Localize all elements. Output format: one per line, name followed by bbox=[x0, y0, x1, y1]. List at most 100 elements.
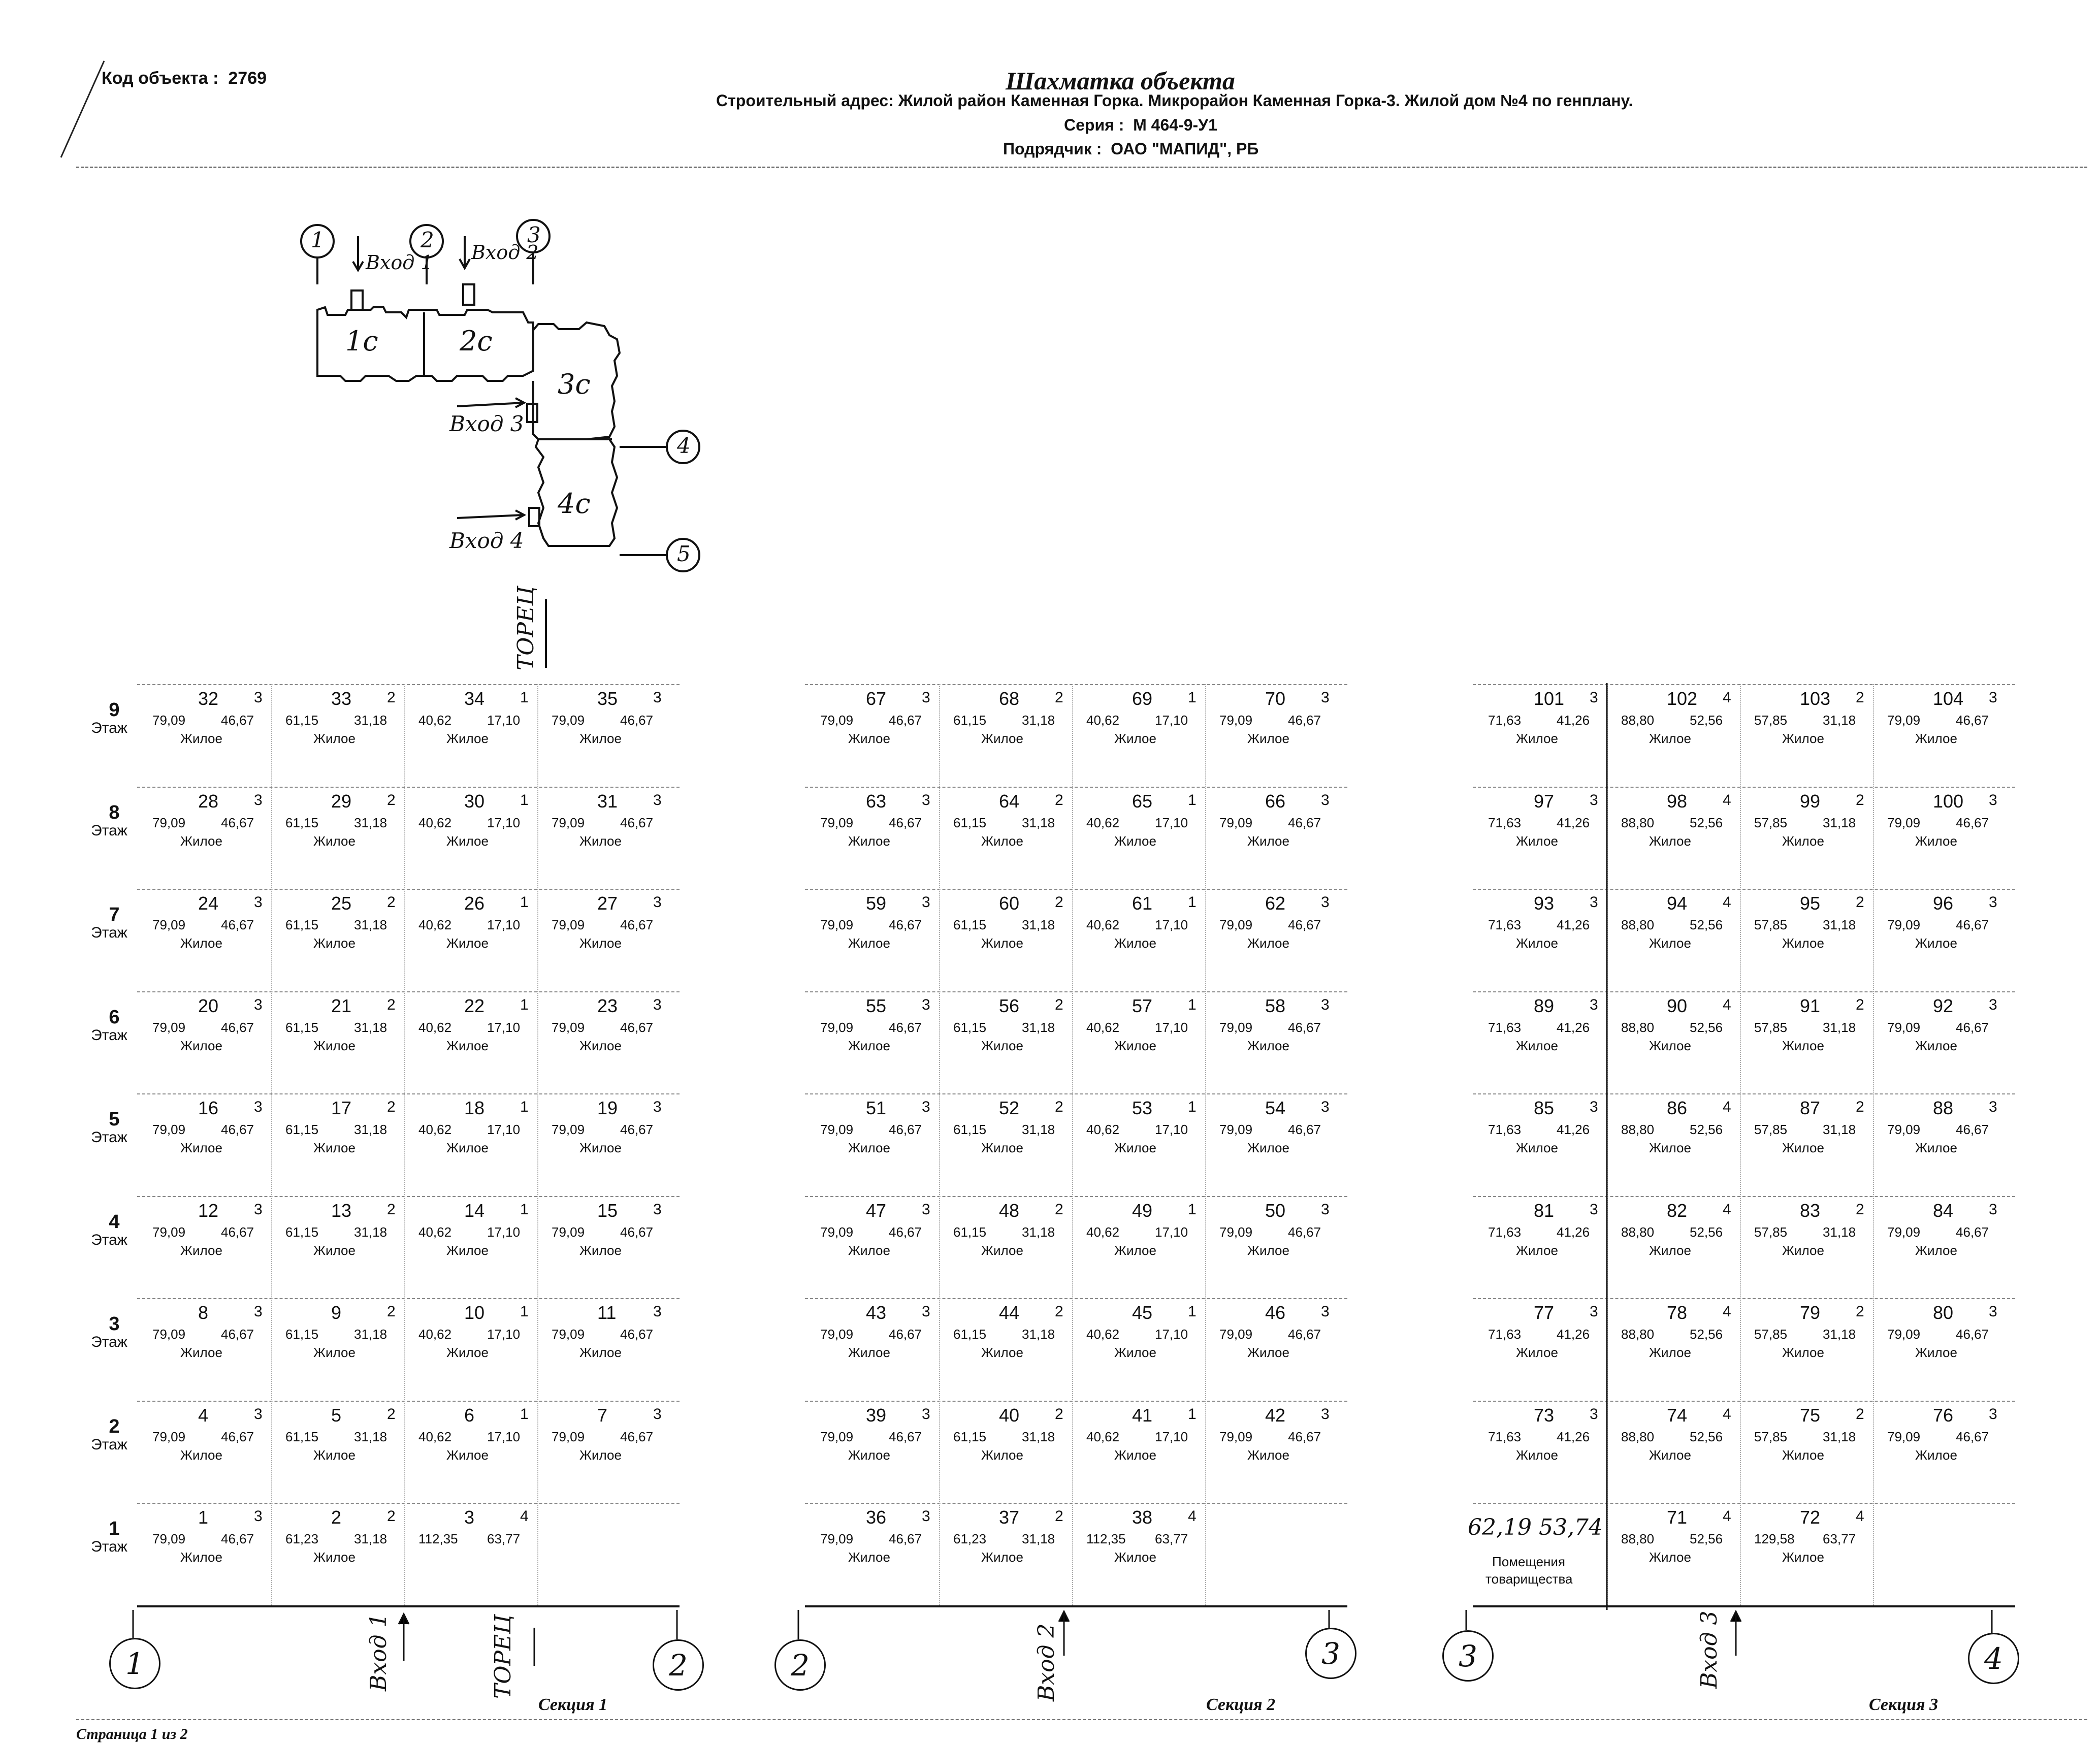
total-area: 112,35 bbox=[418, 1531, 458, 1546]
usage-type: Жилое bbox=[981, 1038, 1023, 1053]
usage-type: Жилое bbox=[579, 935, 622, 951]
living-area: 46,67 bbox=[620, 1122, 654, 1137]
row-rule bbox=[805, 1503, 1347, 1504]
entrance-1-arrow-icon bbox=[352, 236, 364, 272]
usage-type: Жилое bbox=[1114, 731, 1156, 746]
apartment-number: 76 bbox=[1933, 1404, 1954, 1426]
column-rule bbox=[1740, 684, 1741, 1605]
room-count: 4 bbox=[1188, 1508, 1197, 1525]
room-count: 3 bbox=[653, 1303, 662, 1320]
total-area: 79,09 bbox=[1219, 1224, 1253, 1240]
total-area: 112,35 bbox=[1086, 1531, 1126, 1546]
plan-entrance-4: Вход 4 bbox=[449, 528, 524, 553]
apartment-number: 36 bbox=[866, 1507, 887, 1528]
apartment-number: 25 bbox=[331, 893, 352, 914]
living-area: 46,67 bbox=[620, 713, 654, 728]
total-area: 57,85 bbox=[1754, 1429, 1788, 1444]
total-area: 88,80 bbox=[1621, 1122, 1655, 1137]
room-count: 3 bbox=[653, 894, 662, 911]
usage-type: Жилое bbox=[981, 1140, 1023, 1155]
total-area: 79,09 bbox=[1887, 1327, 1921, 1342]
living-area: 31,18 bbox=[354, 713, 387, 728]
room-count: 3 bbox=[254, 996, 263, 1013]
apartment-number: 56 bbox=[999, 995, 1020, 1016]
apartment-number: 62 bbox=[1265, 893, 1286, 914]
floor-number: 4 bbox=[109, 1211, 120, 1233]
row-rule bbox=[137, 786, 680, 788]
room-count: 4 bbox=[1723, 996, 1731, 1013]
usage-type: Жилое bbox=[180, 1345, 222, 1360]
total-area: 79,09 bbox=[552, 1429, 585, 1444]
living-area: 46,67 bbox=[1288, 1327, 1321, 1342]
entrance-3-arrow-icon bbox=[457, 397, 527, 408]
commercial-label-2: товарищества bbox=[1485, 1571, 1573, 1587]
row-rule bbox=[137, 1605, 680, 1607]
usage-type: Жилое bbox=[1915, 1242, 1957, 1258]
apartment-number: 16 bbox=[198, 1098, 219, 1118]
usage-type: Жилое bbox=[1782, 1550, 1824, 1565]
living-area: 31,18 bbox=[354, 1429, 387, 1444]
usage-type: Жилое bbox=[1516, 1242, 1558, 1258]
section-1-entrance: Вход 1 bbox=[366, 1613, 392, 1691]
entrance-2-porch bbox=[462, 283, 475, 306]
apartment-number: 85 bbox=[1534, 1098, 1555, 1118]
room-count: 1 bbox=[1188, 1099, 1197, 1115]
room-count: 3 bbox=[922, 689, 930, 706]
total-area: 79,09 bbox=[820, 1429, 854, 1444]
total-area: 88,80 bbox=[1621, 1019, 1655, 1035]
room-count: 1 bbox=[1188, 1201, 1197, 1218]
usage-type: Жилое bbox=[313, 731, 356, 746]
total-area: 61,15 bbox=[953, 917, 987, 932]
usage-type: Жилое bbox=[1915, 1345, 1957, 1360]
living-area: 46,67 bbox=[889, 1019, 922, 1035]
room-count: 3 bbox=[1321, 996, 1330, 1013]
living-area: 31,18 bbox=[1823, 713, 1856, 728]
row-rule bbox=[137, 684, 680, 685]
usage-type: Жилое bbox=[1915, 1038, 1957, 1053]
apartment-number: 42 bbox=[1265, 1404, 1286, 1426]
apartment-number: 17 bbox=[331, 1098, 352, 1118]
usage-type: Жилое bbox=[1516, 1345, 1558, 1360]
living-area: 46,67 bbox=[221, 1327, 254, 1342]
usage-type: Жилое bbox=[1782, 1345, 1824, 1360]
total-area: 57,85 bbox=[1754, 1019, 1788, 1035]
living-area: 41,26 bbox=[1557, 815, 1590, 830]
living-area: 31,18 bbox=[1022, 1531, 1055, 1546]
apartment-number: 14 bbox=[464, 1200, 485, 1221]
room-count: 1 bbox=[520, 689, 529, 706]
apartment-number: 102 bbox=[1667, 688, 1698, 709]
apartment-number: 65 bbox=[1132, 790, 1153, 812]
room-count: 3 bbox=[1989, 1099, 1997, 1115]
apartment-number: 93 bbox=[1534, 893, 1555, 914]
room-count: 1 bbox=[520, 894, 529, 911]
usage-type: Жилое bbox=[1782, 935, 1824, 951]
total-area: 79,09 bbox=[820, 1122, 854, 1137]
apartment-number: 100 bbox=[1933, 790, 1964, 812]
plan-entrance-2: Вход 2 bbox=[471, 241, 539, 264]
room-count: 3 bbox=[1989, 1405, 1997, 1423]
apartment-number: 58 bbox=[1265, 995, 1286, 1016]
living-area: 52,56 bbox=[1690, 1429, 1723, 1444]
room-count: 3 bbox=[1590, 1099, 1598, 1115]
total-area: 57,85 bbox=[1754, 1224, 1788, 1240]
total-area: 79,09 bbox=[552, 1224, 585, 1240]
row-rule bbox=[137, 1196, 680, 1197]
room-count: 3 bbox=[1321, 1201, 1330, 1218]
total-area: 71,63 bbox=[1488, 917, 1522, 932]
apartment-number: 10 bbox=[464, 1302, 485, 1323]
apartment-number: 96 bbox=[1933, 893, 1954, 914]
living-area: 46,67 bbox=[889, 1531, 922, 1546]
entrance-2-up-arrow-icon bbox=[1058, 1609, 1070, 1656]
apartment-number: 78 bbox=[1667, 1302, 1688, 1323]
corner-pen-stroke bbox=[60, 60, 105, 158]
living-area: 46,67 bbox=[620, 1019, 654, 1035]
plan-section-2c: 2с bbox=[460, 325, 493, 357]
room-count: 3 bbox=[922, 1405, 930, 1423]
